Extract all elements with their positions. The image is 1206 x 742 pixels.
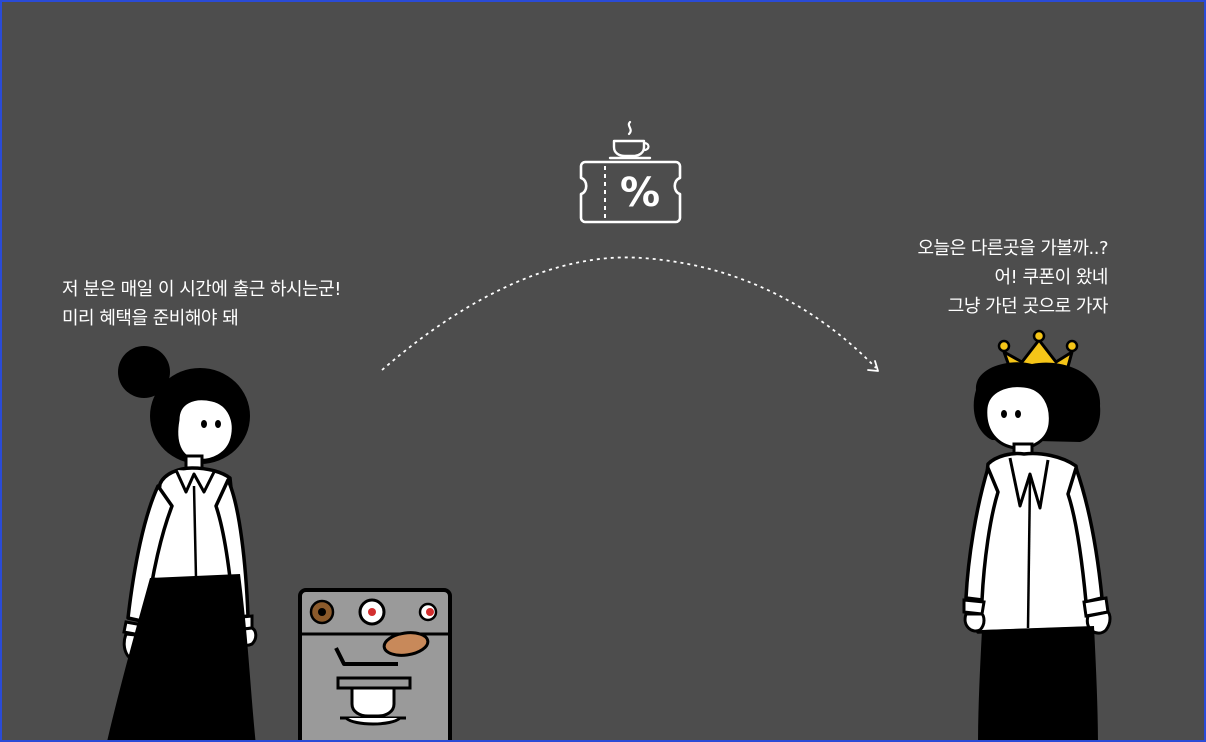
customer-figure (962, 329, 1112, 740)
barista-speech-line-2: 미리 혜택을 준비해야 돼 (62, 308, 239, 329)
coupon-percent-symbol: % (620, 170, 660, 216)
barista-figure (107, 346, 258, 740)
barista-speech: 저 분은 매일 이 시간에 출근 하시는군! 미리 혜택을 준비해야 돼 (62, 275, 341, 333)
customer-speech-line-1: 오늘은 다른곳을 가볼까..? (917, 238, 1108, 259)
barista-speech-line-1: 저 분은 매일 이 시간에 출근 하시는군! (62, 279, 341, 300)
customer-speech: 오늘은 다른곳을 가볼까..? 어! 쿠폰이 왔네 그냥 가던 곳으로 가자 (917, 234, 1108, 321)
customer-speech-line-3: 그냥 가던 곳으로 가자 (947, 296, 1109, 317)
coffee-coupon-icon: % (579, 120, 682, 224)
espresso-machine-icon (298, 588, 452, 740)
customer-speech-line-2: 어! 쿠폰이 왔네 (994, 267, 1108, 288)
